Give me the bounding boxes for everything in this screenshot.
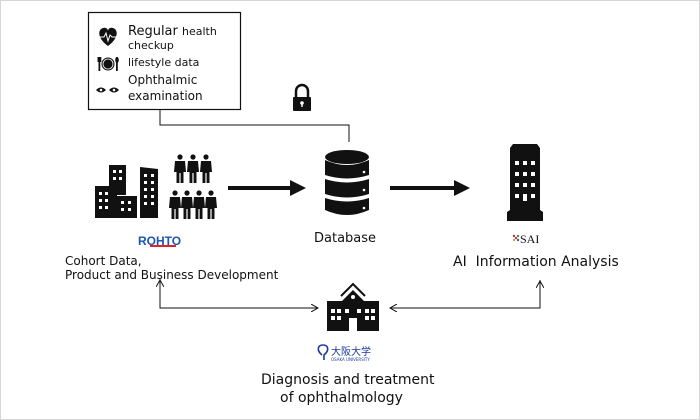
office-tower-icon: [507, 144, 543, 221]
item-lifestyle-data: lifestyle data: [128, 56, 200, 69]
arrow-database-to-sai: [390, 180, 470, 196]
person-figure: [169, 190, 181, 219]
svg-text:大阪大学: 大阪大学: [331, 345, 371, 358]
item-ophthalmic-line2: examination: [128, 89, 203, 103]
lock-icon: [293, 83, 311, 111]
person-figure: [205, 190, 217, 219]
database-label: Database: [314, 231, 377, 246]
rohto-logo: ROHTO: [138, 234, 181, 248]
heart-pulse-icon: [99, 27, 117, 46]
people-icon: [169, 154, 217, 219]
sai-label: AI Information Analysis: [453, 254, 619, 270]
plate-cutlery-icon: [97, 57, 119, 71]
person-figure: [193, 190, 205, 219]
database-icon: [325, 150, 369, 215]
osaka-label-line2: of ophthalmology: [280, 390, 403, 406]
item-health-checkup-line2: checkup: [128, 39, 174, 52]
arrow-rohto-to-database: [228, 180, 306, 196]
buildings-icon: [95, 165, 158, 218]
osaka-university-logo: 大阪大学 OSAKA UNIVERSITY: [317, 344, 371, 362]
rohto-label-line2: Product and Business Development: [65, 268, 279, 282]
box-to-database-line: [159, 110, 350, 142]
person-figure: [181, 190, 193, 219]
person-figure: [174, 154, 186, 183]
university-building-icon: [327, 282, 379, 331]
sai-logo: SAI: [512, 232, 539, 246]
item-health-checkup-line1: Regular health: [128, 24, 217, 39]
osaka-label-line1: Diagnosis and treatment: [261, 372, 435, 388]
svg-text:ROHTO: ROHTO: [138, 234, 181, 248]
rohto-to-osaka-connector: [159, 278, 318, 308]
sai-to-osaka-connector: [390, 280, 541, 308]
rohto-label-line1: Cohort Data,: [65, 254, 142, 268]
item-ophthalmic-line1: Ophthalmic: [128, 73, 198, 87]
svg-text:OSAKA UNIVERSITY: OSAKA UNIVERSITY: [331, 357, 370, 362]
person-figure: [187, 154, 199, 183]
eyes-icon: [96, 87, 119, 93]
svg-text:SAI: SAI: [520, 232, 539, 246]
person-figure: [200, 154, 212, 183]
